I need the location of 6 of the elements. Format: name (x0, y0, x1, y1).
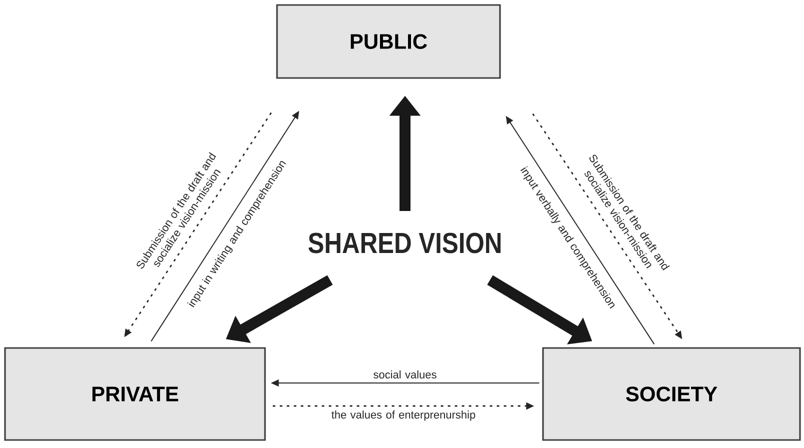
process-box: PUBLIC (276, 4, 501, 79)
process-box: PRIVATE (4, 347, 266, 441)
process-box: SOCIETY (542, 347, 801, 441)
center-label: SHARED VISION (308, 232, 501, 254)
edge-label: the values of enterprenurship (332, 410, 476, 421)
edge-label: social values (374, 370, 436, 378)
